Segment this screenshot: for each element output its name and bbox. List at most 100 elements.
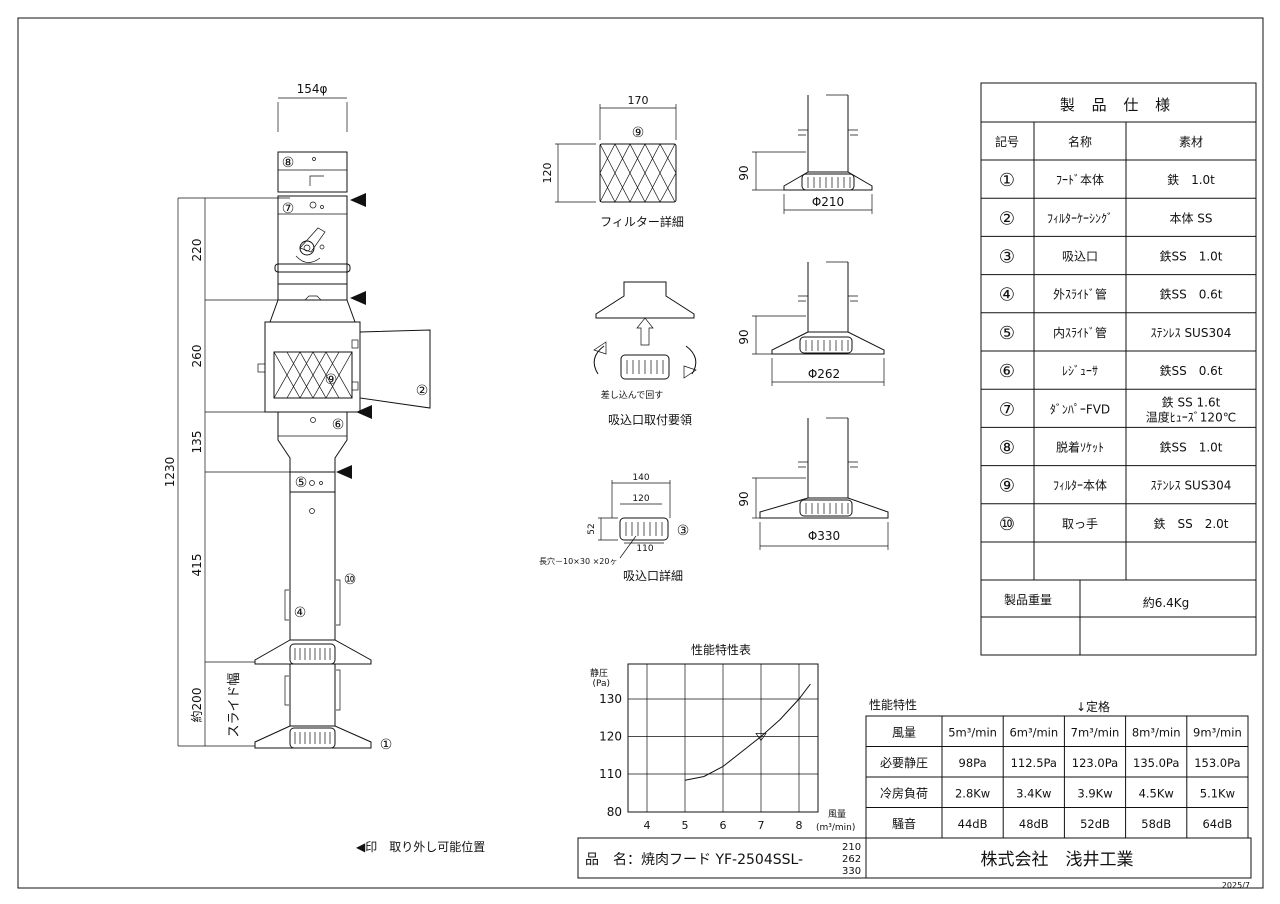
perf-column-header: 6m³/min: [1009, 725, 1058, 739]
perf-cell: 48dB: [1019, 817, 1049, 831]
spec-row-mark: ⑤: [999, 323, 1015, 344]
diameter-label: 154φ: [297, 82, 328, 96]
intake-detail: 140 120 110 52 ③ 長穴－10×30 ×20ヶ 吸込口詳細: [539, 473, 689, 583]
spec-row-name: 内ｽﾗｲﾄﾞ管: [1053, 325, 1107, 340]
perf-cell: 58dB: [1141, 817, 1171, 831]
perf-title: 性能特性: [869, 697, 917, 712]
slide-width-label: スライド幅: [227, 672, 242, 737]
filter-width: 170: [628, 94, 649, 107]
chart-xlabel: 風量: [828, 809, 846, 820]
filter-marker: ⑨: [632, 125, 645, 141]
spec-row-mark: ⑨: [999, 476, 1015, 497]
perf-cell: 52dB: [1080, 817, 1110, 831]
spec-row-material-note: 温度ﾋｭｰｽﾞ120℃: [1146, 409, 1236, 424]
legend-note: ◀印 取り外し可能位置: [356, 839, 485, 854]
perf-cell: 153.0Pa: [1194, 756, 1240, 770]
spec-row-mark: ①: [999, 170, 1015, 191]
spec-row-mark: ⑧: [999, 438, 1015, 459]
perf-row-label: 必要静圧: [880, 756, 928, 770]
spec-row-name: 取っ手: [1062, 517, 1098, 531]
removable-mark: [356, 405, 372, 419]
perf-cell: 98Pa: [959, 756, 987, 770]
sheet-border: [17, 17, 1264, 889]
perf-row-label: 騒音: [892, 816, 916, 831]
filter-door: [359, 329, 431, 409]
intake-top-dim: 140: [632, 473, 649, 483]
intake-caption: 吸込口詳細: [623, 568, 683, 583]
intake-height-dim: 52: [587, 523, 597, 534]
dim-135: 135: [190, 431, 204, 454]
marker-6: ⑥: [332, 417, 345, 433]
dim-260: 260: [190, 345, 204, 368]
chart-x-tick: 5: [682, 819, 689, 832]
perf-cell: 3.9Kw: [1077, 786, 1112, 800]
perf-cell: 123.0Pa: [1072, 756, 1118, 770]
spec-row-name: ﾌｨﾙﾀｰｹｰｼﾝｸﾞ: [1047, 211, 1113, 225]
spec-row-material: ｽﾃﾝﾚｽ SUS304: [1151, 479, 1232, 493]
spec-row-name: ﾀﾞﾝﾊﾟｰFVD: [1050, 402, 1110, 416]
socket-part: [277, 151, 348, 193]
main-view: 154φ: [163, 82, 431, 753]
spec-row-mark: ⑦: [999, 399, 1015, 420]
marker-1: ①: [380, 737, 393, 753]
spec-row-material: ｽﾃﾝﾚｽ SUS304: [1151, 326, 1232, 340]
weight-value: 約6.4Kg: [1143, 595, 1190, 610]
chart-x-tick: 8: [796, 819, 803, 832]
marker-5: ⑤: [295, 475, 308, 491]
drawing-date: 2025/7: [1222, 881, 1250, 890]
marker-4: ④: [294, 605, 307, 621]
perf-column-header: 7m³/min: [1071, 725, 1120, 739]
chart-y-tick: 120: [599, 730, 622, 744]
variant-262: 262: [842, 854, 861, 865]
nozzle-variant-262: 90 Φ262: [737, 261, 885, 386]
spec-row-name: 脱着ｿｹｯﾄ: [1056, 440, 1104, 455]
chart-x-tick: 6: [720, 819, 727, 832]
rated-label: ↓定格: [1076, 699, 1110, 714]
filter-height: 120: [541, 163, 554, 184]
spec-row-material: 鉄 1.0t: [1167, 172, 1215, 187]
variant-210: 210: [842, 842, 861, 853]
spec-row-name: 吸込口: [1062, 250, 1098, 264]
spec-row-mark: ②: [999, 208, 1015, 229]
perf-column-header: 8m³/min: [1132, 725, 1181, 739]
nozzle-330-diameter: Φ330: [808, 529, 840, 543]
perf-cell: 5.1Kw: [1200, 786, 1235, 800]
chart-x-tick: 7: [758, 819, 765, 832]
slide-width-dim: 約200: [189, 688, 204, 723]
marker-9: ⑨: [325, 372, 338, 388]
perf-airflow-label: 風量: [892, 725, 916, 739]
company-name: 株式会社 浅井工業: [981, 850, 1134, 870]
perf-cell: 44dB: [958, 817, 988, 831]
product-name: 品 名：焼肉フード YF-2504SSL-: [585, 852, 803, 868]
spec-row-material: 鉄SS 0.6t: [1159, 363, 1222, 378]
nozzle-262-height: 90: [737, 329, 751, 344]
dim-1230: 1230: [163, 457, 177, 488]
nozzle-262-diameter: Φ262: [808, 367, 840, 381]
intake-marker: ③: [677, 523, 690, 539]
marker-8: ⑧: [282, 155, 295, 171]
chart-rated-marker: [755, 733, 767, 742]
intake-mid-dim: 120: [632, 494, 649, 504]
filter-caption: フィルター詳細: [600, 214, 684, 229]
perf-cell: 135.0Pa: [1133, 756, 1179, 770]
chart-y-tick: 80: [607, 805, 622, 819]
nozzle-210-diameter: Φ210: [812, 195, 844, 209]
mount-guide: 差し込んで回す 吸込口取付要領: [593, 281, 697, 427]
chart-xlabel-unit: (m³/min): [816, 823, 855, 833]
weight-label: 製品重量: [1004, 593, 1052, 607]
spec-row-name: 外ｽﾗｲﾄﾞ管: [1053, 287, 1107, 302]
dim-220: 220: [190, 239, 204, 262]
perf-column-header: 5m³/min: [948, 725, 997, 739]
perf-row-label: 冷房負荷: [880, 785, 928, 800]
spec-row-name: ﾚｼﾞｭｰｻ: [1062, 364, 1098, 378]
spec-header-material: 素材: [1179, 135, 1203, 149]
chart-title: 性能特性表: [691, 642, 751, 657]
filter-mesh-hatch: [273, 351, 353, 399]
filter-detail: 170 120 ⑨ フィルター詳細: [541, 94, 684, 229]
spec-row-material: 鉄 SS 2.0t: [1153, 516, 1228, 531]
perf-cell: 3.4Kw: [1016, 786, 1051, 800]
